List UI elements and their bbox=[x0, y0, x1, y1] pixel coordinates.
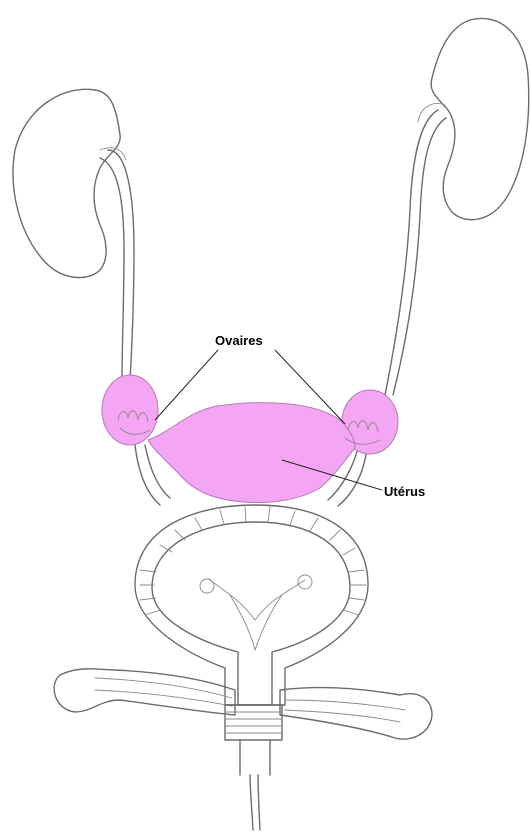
uterus bbox=[148, 403, 355, 503]
uterus-label: Utérus bbox=[384, 484, 425, 499]
urethral-sphincter bbox=[225, 705, 282, 740]
left-ureter bbox=[100, 158, 124, 380]
left-ovary bbox=[102, 375, 158, 445]
right-kidney bbox=[431, 18, 529, 219]
ovaries-label: Ovaires bbox=[215, 333, 263, 348]
right-pubic-bone bbox=[280, 688, 432, 740]
right-ureter bbox=[385, 110, 438, 395]
left-kidney bbox=[13, 89, 120, 277]
urethra bbox=[240, 740, 270, 775]
